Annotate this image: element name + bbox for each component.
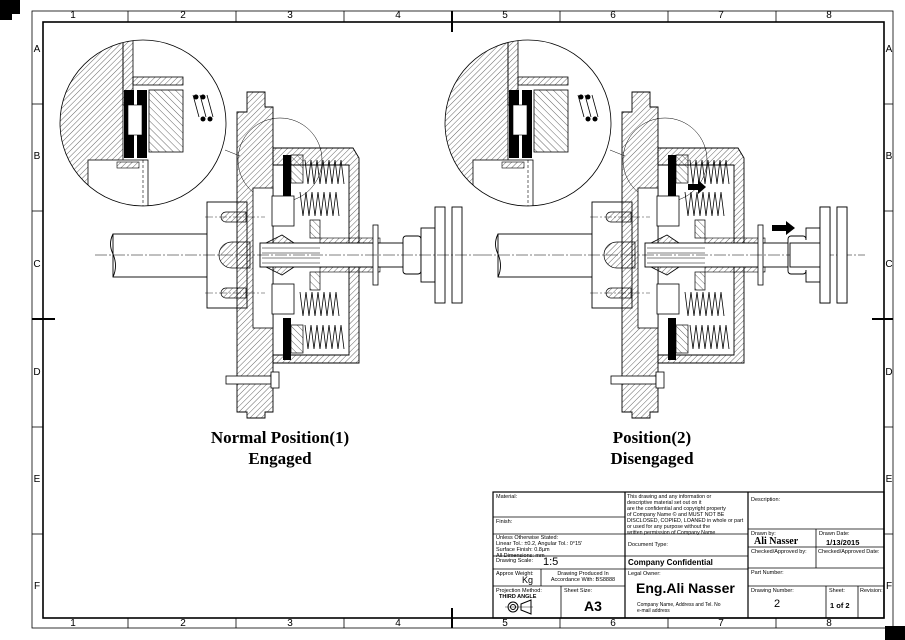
zone-ticks	[32, 11, 893, 628]
drawn-by-label: Drawn by:	[751, 531, 776, 537]
view-2-title: Position(2)	[612, 428, 692, 447]
standard-line: Drawing Produced In	[557, 571, 609, 577]
scale-label: Drawing Scale:	[496, 558, 533, 564]
drawing-number-label: Drawing Number:	[751, 588, 794, 594]
tolerance-line: Linear Tol.: ±0.2, Angular Tol.: 0°15'	[496, 541, 583, 547]
notice-line: written permission of Company Name	[627, 530, 716, 536]
confidentiality-notice: This drawing and any information or desc…	[627, 494, 749, 536]
zone-row-c: C	[33, 259, 41, 270]
finish-label: Finish:	[496, 519, 513, 525]
sheet-value: 1 of 2	[830, 601, 850, 610]
checked-date-label: Checked/Approved Date:	[818, 549, 880, 555]
zone-row-c-right: C	[885, 259, 893, 270]
drawn-by: Ali Nasser	[754, 536, 799, 547]
legal-owner: Eng.Ali Nasser	[636, 580, 735, 596]
drawing-number: 2	[774, 598, 781, 610]
weight-label: Approx Weight:	[496, 571, 534, 577]
zone-row-a-right: A	[885, 44, 893, 55]
view-2-subtitle: Disengaged	[610, 449, 694, 468]
zone-row-d: D	[33, 367, 41, 378]
zone-row-b-right: B	[885, 151, 893, 162]
sheet-size-value: A3	[584, 598, 602, 614]
zone-col-8-bottom: 8	[826, 618, 832, 629]
title-block-frame	[492, 491, 885, 619]
zone-col-2: 2	[180, 10, 186, 21]
sheet-size-label: Sheet Size:	[564, 588, 593, 594]
zone-col-5-bottom: 5	[502, 618, 508, 629]
projection-label: Projection Method:	[496, 588, 542, 594]
notice-line: or used for any purpose without the	[627, 524, 711, 530]
tolerance-line: All Dimensions: mm	[496, 553, 545, 559]
sheet-label: Sheet:	[829, 588, 845, 594]
zone-col-3-bottom: 3	[287, 618, 293, 629]
description-label: Description:	[751, 497, 781, 503]
drawn-date-label: Drawn Date:	[819, 531, 850, 537]
arrow-right-icon	[688, 180, 706, 194]
notice-line: This drawing and any information or	[627, 494, 712, 500]
zone-col-1: 1	[70, 10, 76, 21]
zone-col-6-bottom: 6	[610, 618, 616, 629]
zone-col-4-bottom: 4	[395, 618, 401, 629]
zone-row-e-right: E	[885, 474, 893, 485]
zone-col-8: 8	[826, 10, 832, 21]
zone-col-5: 5	[502, 10, 508, 21]
title-block-grid	[493, 516, 884, 618]
weight-value: Kg	[522, 575, 534, 585]
zone-col-2-bottom: 2	[180, 618, 186, 629]
zone-row-d-right: D	[885, 367, 893, 378]
legal-owner-label: Legal Owner:	[628, 571, 661, 577]
tolerance-line: Unless Otherwise Stated:	[496, 535, 559, 541]
view-1-title: Normal Position(1)	[210, 428, 350, 447]
notice-line: descriptive material set out on it	[627, 500, 702, 506]
zone-col-3: 3	[287, 10, 293, 21]
notice-line: are the confidential and copyright prope…	[627, 506, 726, 512]
zone-row-f: F	[33, 581, 41, 592]
address-line: e-mail address	[637, 608, 670, 614]
view-2-caption: Position(2) Disengaged	[532, 427, 772, 469]
notice-line: DISCLOSED, COPIED, LOANED in whole or pa…	[627, 518, 744, 524]
zone-col-7-bottom: 7	[718, 618, 724, 629]
zone-col-4: 4	[395, 10, 401, 21]
document-type-label: Document Type:	[628, 542, 668, 548]
drawn-date: 1/13/2015	[826, 538, 860, 547]
view-1-caption: Normal Position(1) Engaged	[160, 427, 400, 469]
tolerances: Unless Otherwise Stated: Linear Tol.: ±0…	[496, 535, 582, 559]
standard: Drawing Produced In Accordance With: BS8…	[541, 571, 625, 583]
zone-col-6: 6	[610, 10, 616, 21]
centering-marks	[32, 11, 893, 628]
zone-col-1-bottom: 1	[70, 618, 76, 629]
clutch-engaged-view	[55, 35, 480, 418]
zone-row-e: E	[33, 474, 41, 485]
third-angle-projection-icon	[505, 599, 533, 615]
standard-line: Accordance With: BS8888	[550, 577, 616, 583]
material-label: Material:	[496, 494, 518, 500]
zone-row-f-right: F	[885, 581, 893, 592]
revision-label: Revision:	[860, 588, 883, 594]
view-1-subtitle: Engaged	[248, 449, 312, 468]
owner-address: Company Name, Address and Tel. No e-mail…	[637, 602, 721, 614]
scale-value: 1:5	[543, 556, 559, 568]
clutch-disengaged-view	[440, 35, 865, 418]
zone-col-7: 7	[718, 10, 724, 21]
projection-value: THIRD ANGLE	[499, 594, 537, 600]
checked-by-label: Checked/Approved by:	[751, 549, 807, 555]
notice-line: of Company Name © and MUST NOT BE	[627, 512, 725, 518]
tolerance-line: Surface Finish: 0.8µm	[496, 547, 550, 553]
confidential-label: Company Confidential	[628, 558, 713, 567]
arrow-right-icon	[772, 221, 795, 235]
address-line: Company Name, Address and Tel. No	[637, 602, 721, 608]
zone-row-b: B	[33, 151, 41, 162]
part-number-label: Part Number:	[751, 570, 784, 576]
zone-row-a: A	[33, 44, 41, 55]
